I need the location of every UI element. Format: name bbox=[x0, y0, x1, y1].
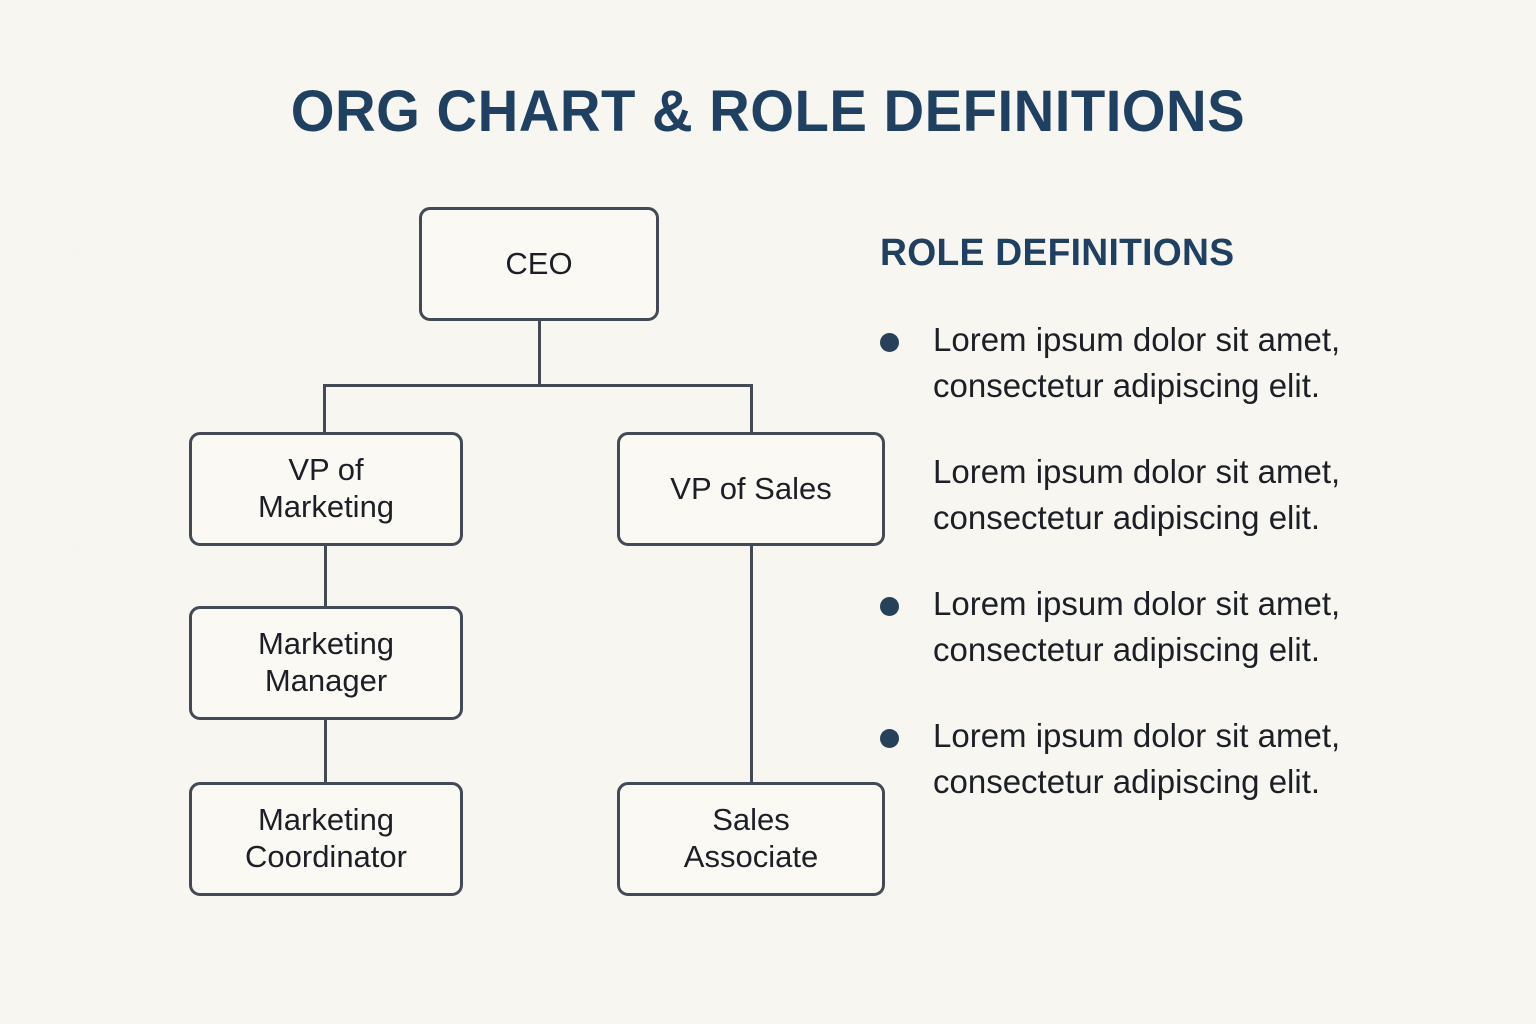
role-definition-text: Lorem ipsum dolor sit amet, consectetur … bbox=[933, 585, 1341, 669]
org-node-label: VP of Sales bbox=[670, 470, 832, 506]
bullet-dot-icon bbox=[880, 597, 899, 616]
bullet-dot-icon bbox=[880, 333, 899, 352]
role-definitions-heading: ROLE DEFINITIONS bbox=[880, 232, 1235, 274]
role-definition-text: Lorem ipsum dolor sit amet, consectetur … bbox=[933, 321, 1341, 405]
role-definition-text: Lorem ipsum dolor sit amet, consectetur … bbox=[933, 717, 1341, 801]
page-title: ORG CHART & ROLE DEFINITIONS bbox=[290, 79, 1246, 144]
org-node-marketing-coordinator[interactable]: Marketing Coordinator bbox=[189, 782, 463, 896]
org-node-label: Marketing Manager bbox=[257, 626, 395, 698]
org-node-ceo[interactable]: CEO bbox=[419, 207, 659, 321]
org-node-vp-marketing[interactable]: VP of Marketing bbox=[189, 432, 463, 546]
org-node-vp-sales[interactable]: VP of Sales bbox=[617, 432, 885, 546]
bullet-dot-icon bbox=[880, 729, 899, 748]
role-definition-item: Lorem ipsum dolor sit amet, consectetur … bbox=[878, 713, 1438, 809]
org-node-label: Sales Associate bbox=[683, 802, 819, 874]
role-definitions-panel: ROLE DEFINITIONS Lorem ipsum dolor sit a… bbox=[878, 232, 1438, 845]
role-definition-item: Lorem ipsum dolor sit amet, consectetur … bbox=[878, 449, 1438, 545]
role-definition-item: Lorem ipsum dolor sit amet, consectetur … bbox=[878, 581, 1438, 677]
role-definition-text: Lorem ipsum dolor sit amet, consectetur … bbox=[933, 453, 1341, 537]
connector-ceo-stem bbox=[538, 320, 541, 385]
org-node-sales-associate[interactable]: Sales Associate bbox=[617, 782, 885, 896]
connector-vp-marketing-to-marketing-manager bbox=[324, 546, 327, 608]
role-definition-item: Lorem ipsum dolor sit amet, consectetur … bbox=[878, 317, 1438, 413]
connector-marketing-manager-to-marketing-coordinator bbox=[324, 720, 327, 784]
org-node-marketing-manager[interactable]: Marketing Manager bbox=[189, 606, 463, 720]
connector-ceo-split-bar bbox=[323, 384, 753, 387]
connector-ceo-to-vp-marketing bbox=[323, 384, 326, 434]
connector-vp-sales-to-sales-associate bbox=[750, 546, 753, 784]
org-node-label: Marketing Coordinator bbox=[245, 802, 407, 874]
org-node-label: CEO bbox=[505, 245, 573, 281]
connector-ceo-to-vp-sales bbox=[750, 384, 753, 434]
org-node-label: VP of Marketing bbox=[257, 452, 395, 524]
